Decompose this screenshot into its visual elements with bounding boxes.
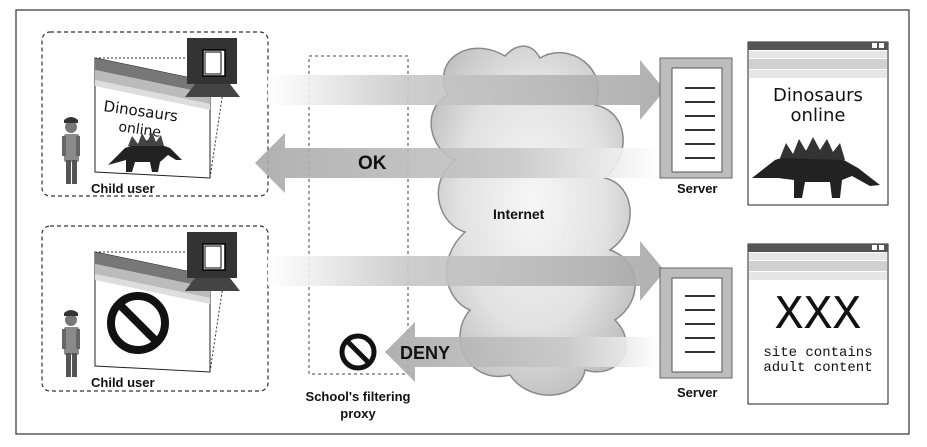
deny-label: DENY	[400, 343, 450, 363]
bottom-server-label: Server	[677, 385, 717, 400]
top-browser-window	[94, 57, 211, 179]
bottom-child-user-icon	[62, 310, 80, 377]
top-computer-icon	[185, 38, 240, 97]
adult-notice-line2: adult content	[763, 360, 872, 376]
request-arrow-bottom	[268, 241, 665, 301]
proxy-label-line1: School's filtering	[306, 389, 411, 404]
bottom-computer-icon	[185, 232, 240, 291]
top-server-icon	[659, 57, 733, 179]
adult-notice-line1: site contains	[763, 345, 872, 361]
bottom-server-icon	[659, 267, 733, 379]
ok-label: OK	[358, 153, 387, 174]
ok-arrow	[255, 133, 660, 193]
xxx-label: XXX	[775, 289, 861, 343]
frame	[15, 9, 910, 435]
proxy-deny-icon	[339, 333, 377, 371]
top-server-label: Server	[677, 181, 717, 196]
top-webpage-title-1: Dinosaurs	[773, 85, 863, 106]
bottom-webpage-window	[747, 243, 889, 405]
request-arrow-top	[268, 60, 665, 120]
proxy-label-line2: proxy	[340, 406, 376, 421]
internet-label: Internet	[493, 206, 545, 222]
bottom-user-box	[41, 225, 269, 392]
top-child-user-icon	[62, 117, 80, 184]
bottom-user-label: Child user	[91, 375, 155, 390]
top-user-box	[41, 31, 269, 197]
top-user-label: Child user	[91, 181, 155, 196]
top-webpage-title-2: online	[791, 105, 846, 126]
proxy-box	[308, 55, 409, 375]
top-dinosaur-icon	[108, 132, 182, 172]
webpage-dinosaur-icon	[752, 137, 880, 198]
bottom-deny-icon	[107, 292, 169, 354]
deny-arrow	[385, 322, 660, 382]
